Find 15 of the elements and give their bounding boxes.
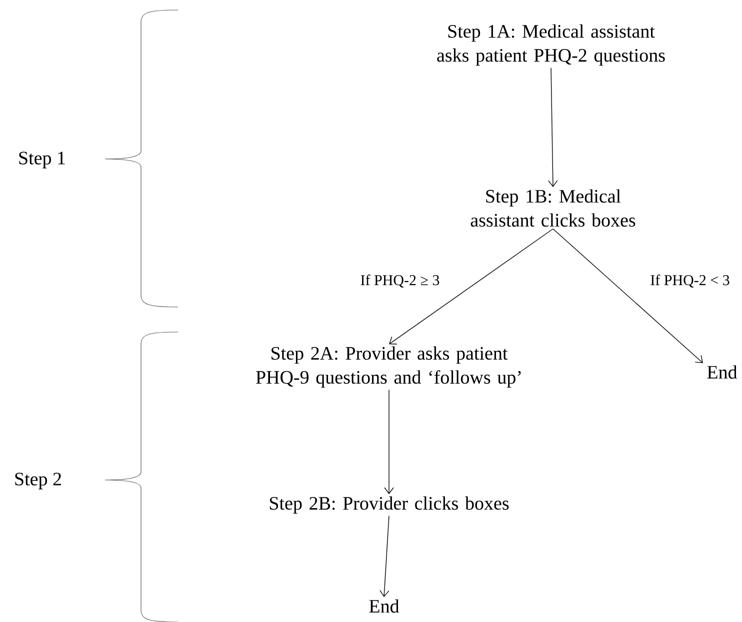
arrow [389, 228, 554, 344]
arrow [384, 389, 394, 494]
step-text: Step 2A: Provider asks patient PHQ-9 questions and ‘follows up’ [256, 346, 521, 388]
step-text: Step 1A: Medical assistant asks patient PHQ-2 questions [437, 24, 665, 66]
step-text: Step 2B: Provider clicks boxes [270, 496, 509, 514]
edge-label: If PHQ-2 ≥ 3 [359, 274, 441, 288]
step-label: Step 1 [19, 152, 65, 168]
step-text: End [707, 365, 738, 379]
edge-label: If PHQ-2 < 3 [649, 274, 731, 288]
step-label: Step 2 [15, 472, 61, 490]
step-text: Step 1B: Medical assistant clicks boxes [470, 189, 636, 227]
step-text: End [369, 599, 400, 613]
arrow [548, 67, 558, 188]
arrow [552, 228, 703, 364]
arrow [380, 515, 390, 598]
